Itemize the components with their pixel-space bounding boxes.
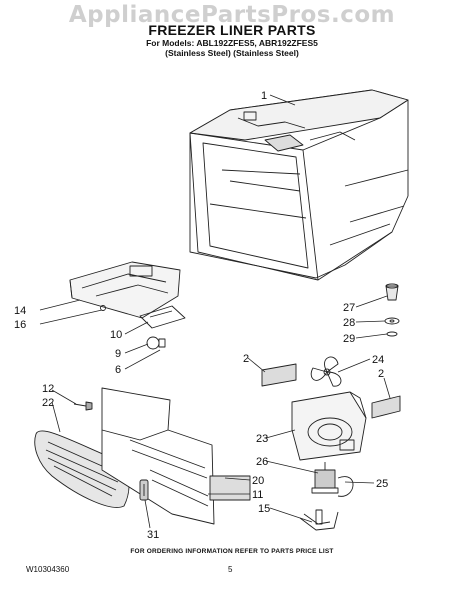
callout-15: 15 [258, 503, 270, 515]
watermark-text: AppliancePartsPros.com [68, 2, 396, 28]
part-evaporator-cover [101, 387, 215, 525]
callout-20: 20 [252, 475, 264, 487]
callout-26: 26 [256, 456, 268, 468]
callout-25: 25 [376, 478, 388, 490]
callout-11: 11 [252, 489, 263, 501]
callout-16: 16 [14, 319, 26, 331]
part-damper-knob [384, 283, 400, 337]
part-fan-shroud [291, 391, 367, 461]
part-drain-clip [139, 479, 149, 501]
page-number: 5 [228, 565, 233, 574]
models-line: For Models: ABL192ZFES5, ABR192ZFES5 [146, 38, 318, 48]
callout-23: 23 [256, 433, 268, 445]
callout-28: 28 [343, 317, 355, 329]
callout-1: 1 [261, 90, 267, 102]
callout-22: 22 [42, 397, 54, 409]
callout-10: 10 [110, 329, 122, 341]
callout-labels: 1 14 16 10 9 6 27 28 29 2 24 2 12 22 23 … [14, 90, 388, 541]
callout-2-right: 2 [378, 368, 384, 380]
part-freezer-liner [189, 89, 409, 281]
callout-31: 31 [147, 529, 159, 541]
part-fan-blade [310, 356, 342, 387]
part-motor-bracket [299, 509, 339, 531]
document-number: W10304360 [26, 565, 70, 574]
callout-9: 9 [115, 348, 121, 360]
part-fan-motor [311, 462, 354, 497]
callout-14: 14 [14, 305, 26, 317]
part-diffuser-plate [139, 305, 186, 329]
finish-line: (Stainless Steel) (Stainless Steel) [165, 48, 299, 58]
part-air-duct-cover [69, 261, 181, 319]
leader-lines [39, 94, 391, 529]
callout-29: 29 [343, 333, 355, 345]
callout-2-left: 2 [243, 353, 249, 365]
callout-12: 12 [42, 383, 54, 395]
callout-24: 24 [372, 354, 384, 366]
part-gasket-left [261, 363, 297, 387]
callout-6: 6 [115, 364, 121, 376]
part-lamp-bulb [146, 336, 166, 350]
page-title: FREEZER LINER PARTS [148, 22, 316, 38]
ordering-note: FOR ORDERING INFORMATION REFER TO PARTS … [130, 548, 334, 555]
part-front-grille [34, 430, 130, 508]
part-gasket-right [371, 395, 401, 419]
callout-27: 27 [343, 302, 355, 314]
part-screw [73, 401, 93, 411]
